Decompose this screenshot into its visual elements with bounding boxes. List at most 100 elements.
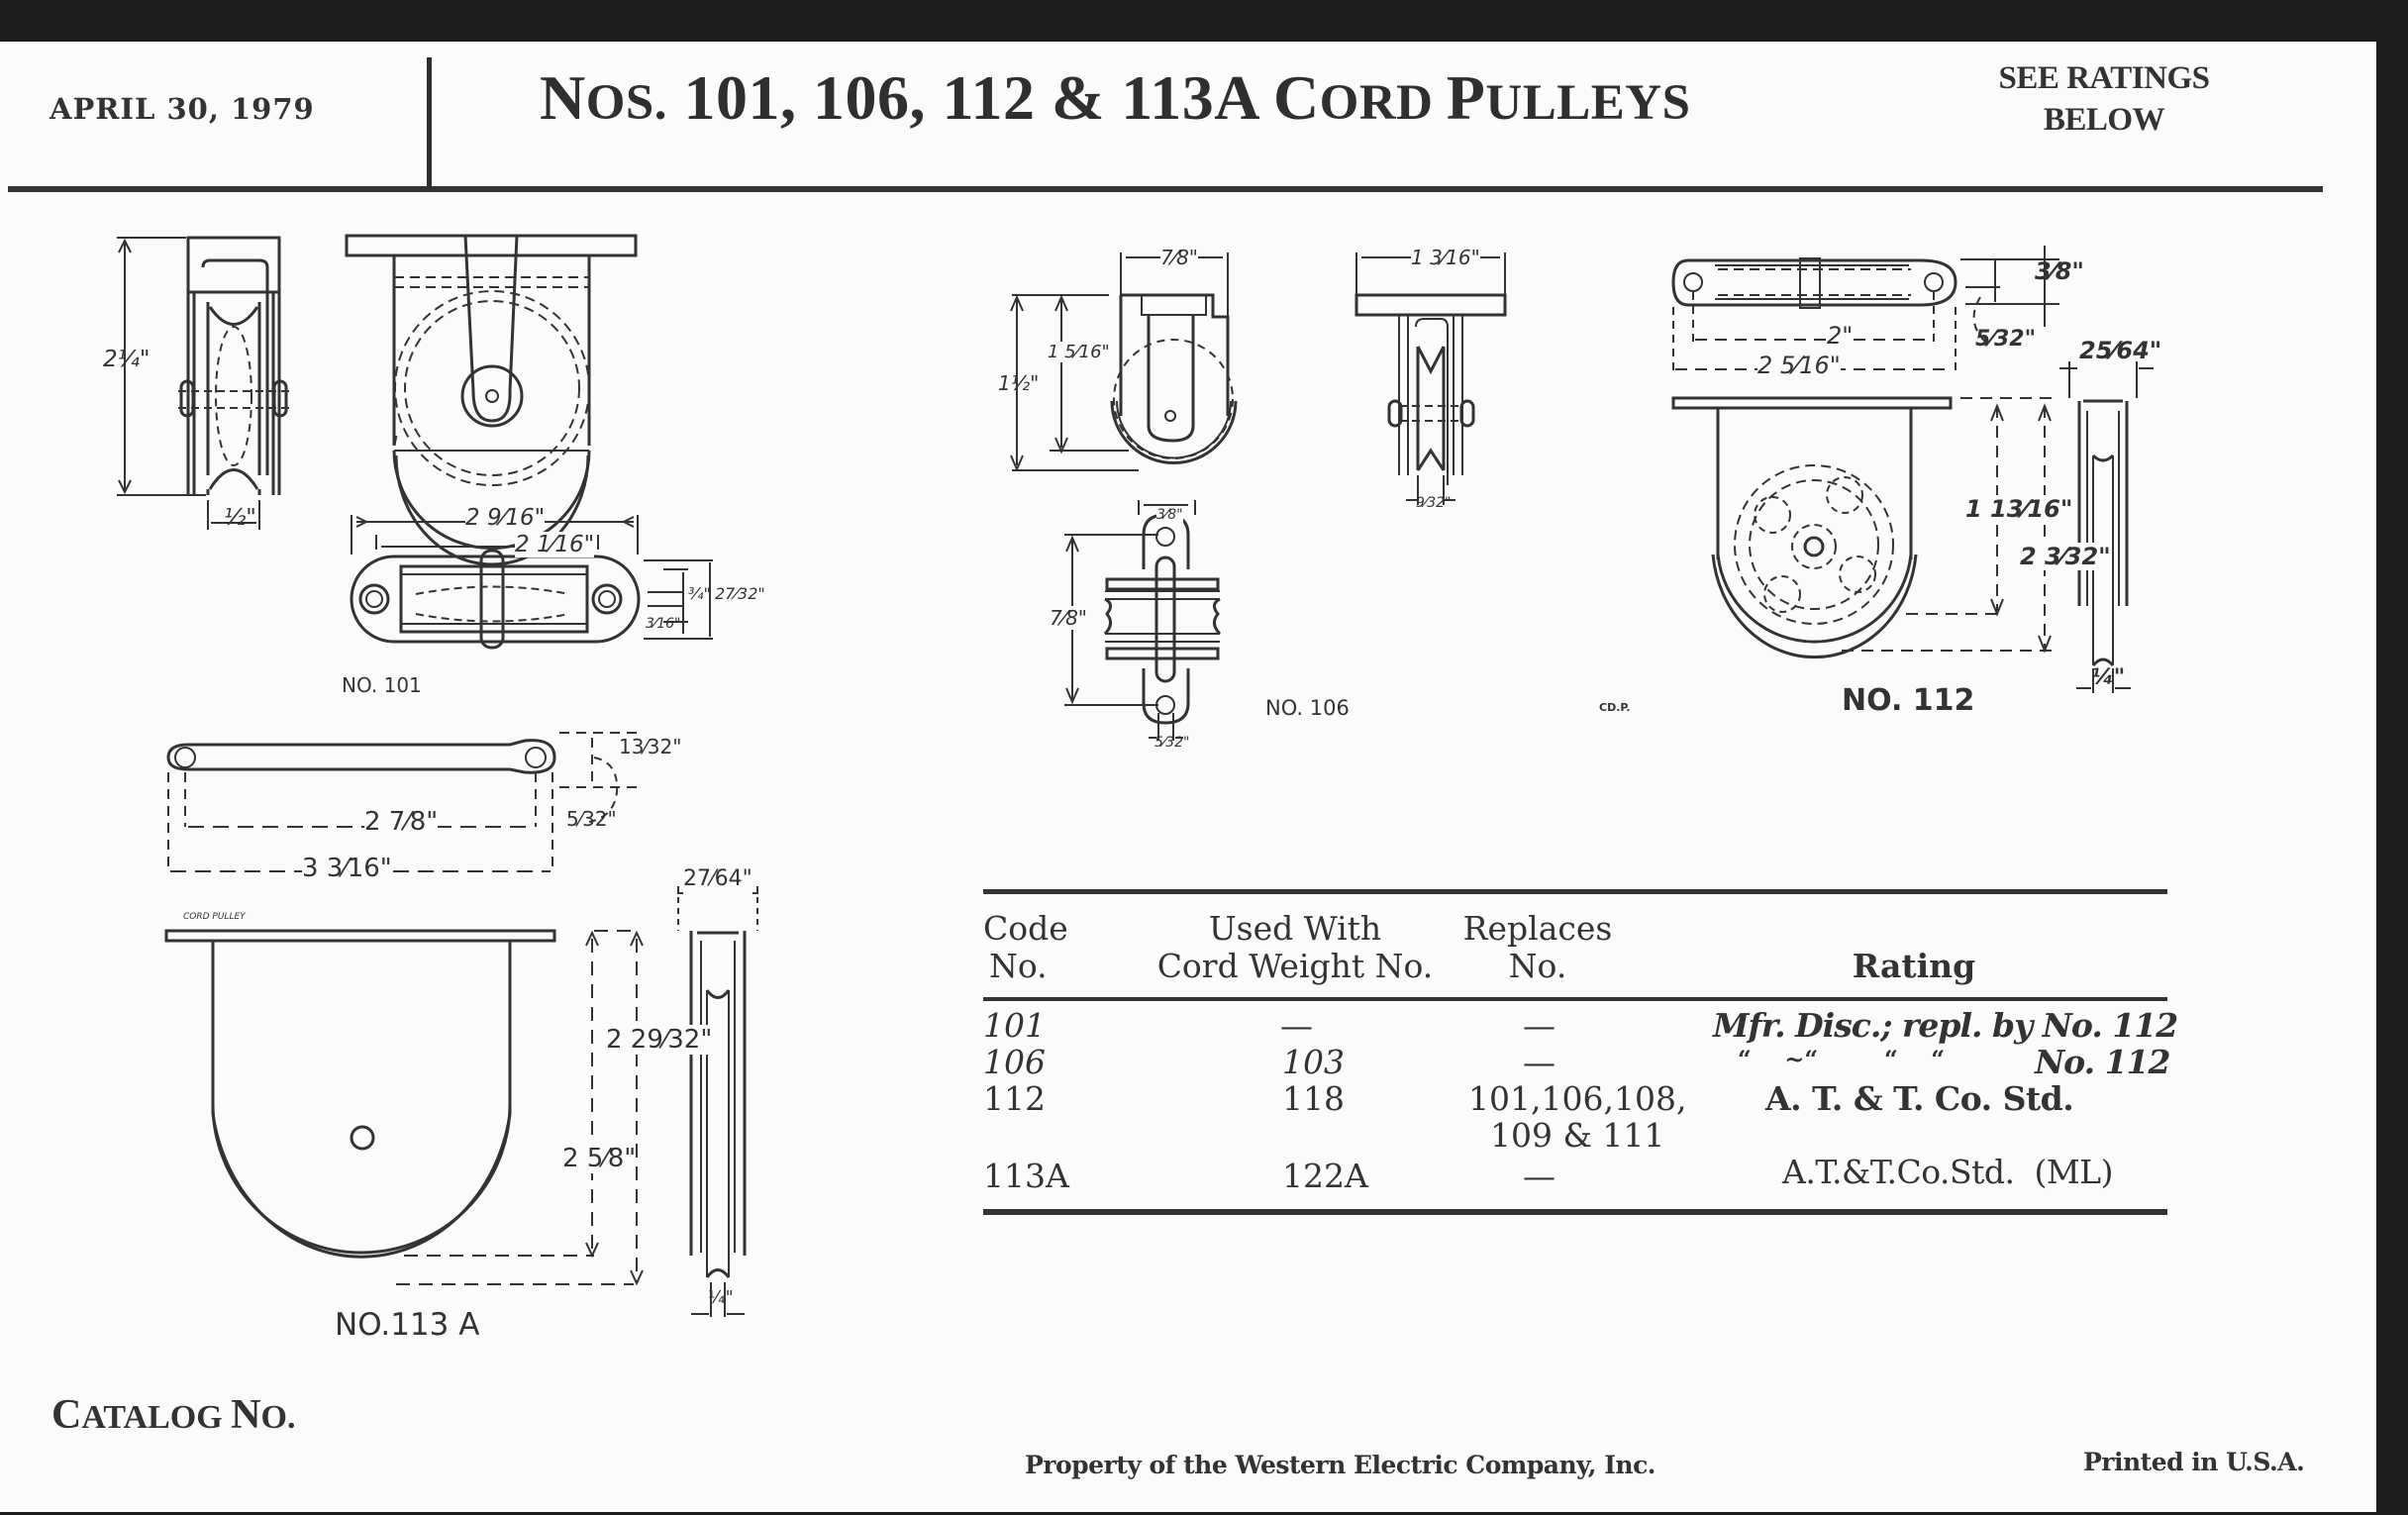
issue-date: APRIL 30, 1979 (50, 92, 315, 126)
title-part: C (1272, 62, 1320, 133)
dim-label: 2 5⁄8" (562, 1144, 637, 1173)
title-part: ULLEYS (1485, 75, 1691, 131)
dim-label: 2 5⁄16" (1757, 352, 1841, 379)
dim-label: 2 29⁄32" (606, 1025, 713, 1055)
cell-replaces: — (1523, 1043, 1555, 1081)
cell-used-with: 103 (1282, 1043, 1345, 1081)
dim-label: 5⁄32" (566, 807, 617, 831)
header-text: Code (983, 909, 1068, 948)
draftsman-mark: CD.P. (1599, 701, 1631, 714)
header-text: Replaces (1462, 909, 1613, 948)
printed-in: Printed in U.S.A. (2083, 1448, 2305, 1476)
drawing-label-no106: NO. 106 (1265, 696, 1350, 720)
title-part: 101, 106, 112 & 113A (667, 62, 1273, 133)
no101-side-view (117, 236, 289, 530)
dim-label: ½" (224, 505, 256, 531)
dim-label: 3⁄8" (2035, 257, 2084, 285)
catalog-part: N (231, 1392, 261, 1438)
cell-code: 106 (983, 1043, 1046, 1081)
property-notice: Property of the Western Electric Company… (1025, 1451, 1656, 1479)
catalog-part: C (51, 1392, 82, 1438)
dim-label: 2 3⁄32" (2020, 543, 2111, 570)
no112-top-view (1671, 246, 2059, 371)
no113a-side-view (673, 886, 762, 1317)
header-text: Used With (1208, 909, 1382, 948)
title-part: N (540, 62, 586, 133)
no106-front-view (1010, 252, 1238, 472)
no113a-front-view (164, 929, 644, 1286)
catalog-part: ATALOG (81, 1399, 232, 1436)
dim-label: 2 7⁄8" (364, 807, 439, 837)
table-header-rule (983, 997, 2167, 1001)
cell-rating: A.T.&T.Co.Std. (ML) (1782, 1153, 2113, 1191)
no112-side-view (2059, 361, 2154, 693)
dim-label: 2¼" (103, 347, 150, 372)
col-header-code: Code No. (983, 910, 1068, 985)
dim-label: ¼" (2091, 665, 2126, 690)
dim-label: ¾" (688, 584, 711, 603)
header-rule (8, 186, 2323, 192)
header-text: No. (1508, 947, 1567, 985)
dim-label: 1 3⁄16" (1411, 246, 1480, 269)
dim-label: 2 1⁄16" (515, 532, 595, 557)
catalog-number-label: CATALOG NO. (51, 1391, 295, 1439)
table-bottom-rule (983, 1209, 2167, 1215)
cell-replaces: — (1523, 1006, 1555, 1045)
dim-label: 2" (1827, 322, 1854, 350)
col-header-used-with: Used With Cord Weight No. (1152, 910, 1439, 985)
drawing-no113a (164, 732, 762, 1317)
table-body: 101 — — Mfr. Disc.; repl. by No. 112 106… (983, 1001, 2178, 1209)
table-header: Code No. Used With Cord Weight No. Repla… (983, 894, 2167, 997)
dim-label: 2 9⁄16" (465, 505, 546, 531)
cell-replaces: — (1523, 1157, 1555, 1195)
col-header-replaces: Replaces No. (1458, 910, 1617, 985)
page-title: NOS. 101, 106, 112 & 113A CORD PULLEYS (540, 61, 1690, 135)
cell-replaces: 109 & 111 (1490, 1116, 1665, 1155)
no106-side-view (1354, 252, 1507, 505)
drawing-no106 (1010, 252, 1507, 741)
drawing-no112 (1671, 246, 2154, 693)
ratings-note: SEE RATINGS BELOW (1990, 57, 2218, 141)
dim-label: 25⁄64" (2079, 337, 2162, 364)
ratings-note-line: BELOW (2043, 102, 2165, 138)
no112-front-view (1671, 396, 2052, 659)
dim-label: 7⁄8" (1160, 246, 1198, 269)
drawing-label-no113a: NO.113 A (335, 1307, 480, 1343)
drawing-label-no101: NO. 101 (342, 673, 422, 697)
cell-code: 112 (983, 1079, 1046, 1118)
drawing-caption: CORD PULLEY (183, 912, 246, 922)
no101-top-view (350, 515, 713, 650)
cell-rating: A. T. & T. Co. Std. (1765, 1079, 2074, 1118)
cell-used-with: 122A (1282, 1157, 1368, 1195)
dim-label: 1½" (998, 371, 1040, 395)
header-text: Cord Weight No. (1156, 947, 1434, 985)
dim-label: 3⁄16" (646, 616, 681, 632)
dim-label: 27⁄64" (683, 866, 752, 891)
title-part: OS. (585, 75, 668, 131)
dim-label: 27⁄32" (715, 584, 765, 603)
dim-label: 5⁄32" (1154, 735, 1190, 751)
no101-front-view (345, 234, 638, 566)
cell-used-with: — (1280, 1006, 1313, 1045)
cell-replaces: 101,106,108, (1468, 1079, 1687, 1118)
dim-label: 3⁄8" (1156, 507, 1183, 523)
cell-rating: No. 112 (2035, 1043, 2170, 1081)
ratings-note-line: SEE RATINGS (1998, 60, 2210, 96)
dim-label: 5⁄32" (1975, 327, 2037, 352)
no113a-top-view (166, 732, 644, 872)
table-top-rule (983, 889, 2167, 894)
cell-rating-ditto: “ ~“ “ “ (1738, 1045, 1946, 1073)
col-header-rating: Rating (1852, 947, 1976, 985)
ratings-table: Code No. Used With Cord Weight No. Repla… (983, 889, 2178, 1215)
cell-code: 101 (983, 1006, 1046, 1045)
cell-used-with: 118 (1282, 1079, 1345, 1118)
header-text: No. (989, 947, 1048, 985)
title-part: ORD (1319, 75, 1447, 131)
cell-rating: Mfr. Disc.; repl. by No. 112 (1713, 1006, 2178, 1045)
dim-label: 7⁄8" (1050, 606, 1087, 630)
drawing-no101 (117, 234, 713, 650)
title-part: P (1446, 62, 1486, 133)
catalog-part: O. (260, 1399, 296, 1436)
dim-label: ¼" (708, 1287, 734, 1308)
